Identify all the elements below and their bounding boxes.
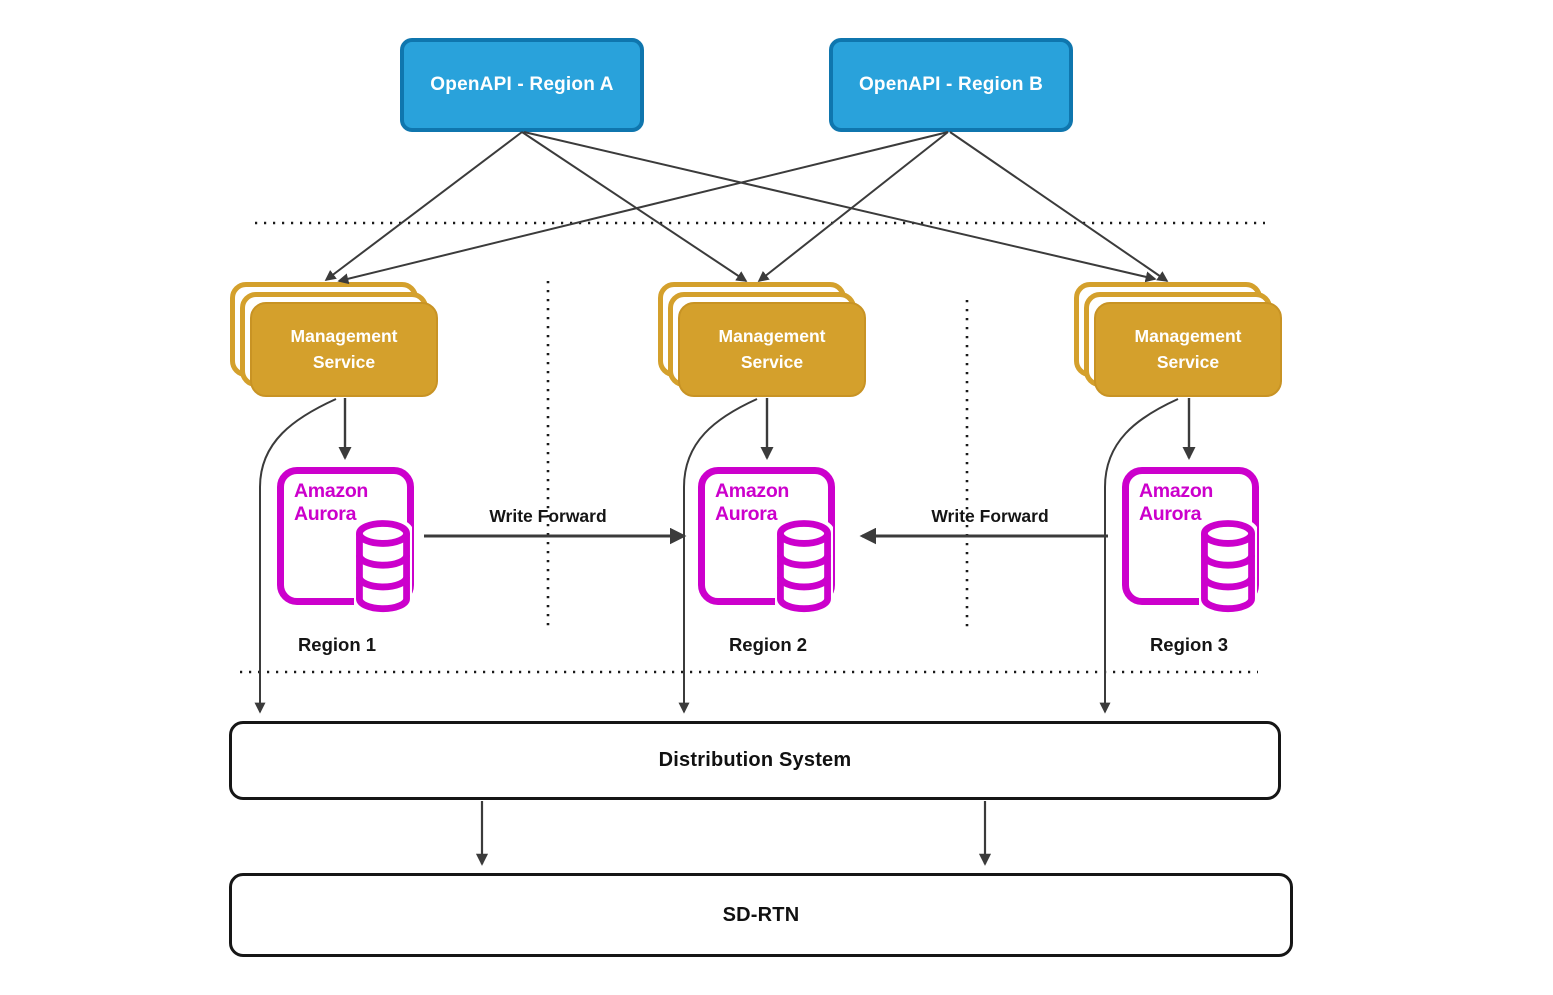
openapi-region-b-node: OpenAPI - Region B — [829, 38, 1073, 132]
management-service-node-3: Management Service — [1094, 302, 1282, 397]
arrow-openapi-a-to-ms3 — [523, 131, 1157, 283]
management-service-node-1: Management Service — [250, 302, 438, 397]
region-2-label: Region 2 — [728, 634, 808, 655]
database-icon — [773, 516, 835, 616]
write-forward-label-2: Write Forward — [931, 506, 1049, 526]
arrow-openapi-b-to-ms1 — [337, 131, 949, 285]
database-icon — [352, 516, 414, 616]
openapi-region-a-label: OpenAPI - Region A — [430, 74, 614, 95]
sdrtn-node: SD-RTN — [229, 873, 1293, 957]
database-icon — [1197, 516, 1259, 616]
openapi-region-a-node: OpenAPI - Region A — [400, 38, 644, 132]
write-forward-label-1: Write Forward — [489, 506, 607, 526]
management-service-label: Management Service — [718, 326, 826, 372]
region-3-label: Region 3 — [1149, 634, 1229, 655]
aurora-node-2: Amazon Aurora — [698, 467, 835, 616]
region-1-label: Region 1 — [297, 634, 377, 655]
aurora-node-3: Amazon Aurora — [1122, 467, 1259, 616]
distribution-system-label: Distribution System — [658, 749, 852, 771]
management-service-stack-1: Management Service — [230, 282, 440, 400]
distribution-system-node: Distribution System — [229, 721, 1281, 800]
management-service-node-2: Management Service — [678, 302, 866, 397]
arrow-openapi-b-to-ms3 — [949, 131, 1169, 282]
management-service-stack-3: Management Service — [1074, 282, 1284, 400]
management-service-label: Management Service — [290, 326, 398, 372]
arrow-openapi-a-to-ms2 — [521, 131, 748, 282]
sdrtn-label: SD-RTN — [722, 903, 800, 926]
openapi-region-b-label: OpenAPI - Region B — [858, 74, 1044, 95]
arrow-openapi-b-to-ms2 — [757, 131, 949, 283]
management-service-stack-2: Management Service — [658, 282, 868, 400]
management-service-label: Management Service — [1134, 326, 1242, 372]
arrow-openapi-a-to-ms1 — [324, 131, 523, 281]
aurora-node-1: Amazon Aurora — [277, 467, 414, 616]
